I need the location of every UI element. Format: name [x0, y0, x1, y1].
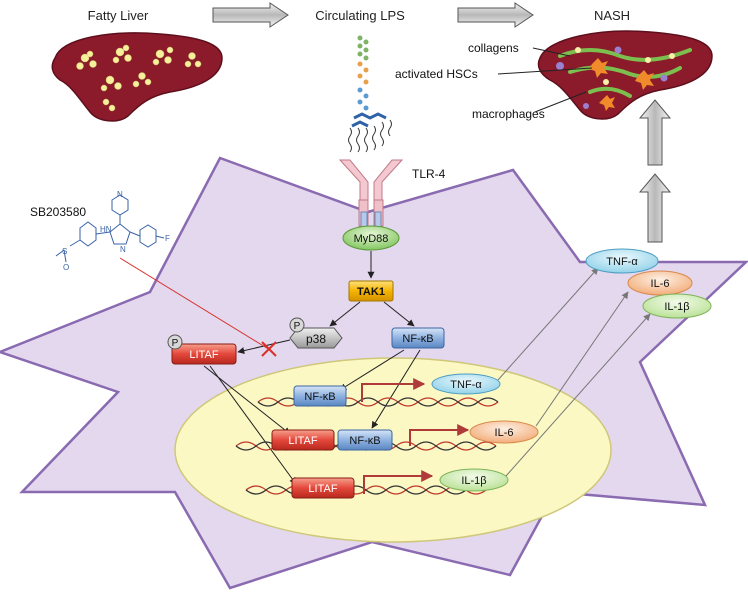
il1b-nuclear-label: IL-1β	[461, 475, 486, 487]
p38-phospho-label: P	[294, 321, 301, 332]
secretion-arrow-tnf	[497, 267, 599, 381]
fatty-liver-label: Fatty Liver	[88, 8, 149, 23]
inhibition-mark	[261, 341, 277, 357]
litaf-nuclear-label-row3: LITAF	[308, 483, 337, 495]
tnf-nuclear-label: TNF-α	[450, 379, 482, 391]
tnf-secreted-label: TNF-α	[606, 256, 638, 268]
atom-o: O	[63, 263, 69, 272]
gene-arrow-row1	[361, 378, 426, 402]
litaf-nuclear-node-row2	[271, 429, 335, 451]
tak1-node	[348, 280, 394, 302]
litaf-nuclear-label-row2: LITAF	[288, 435, 317, 447]
atom-hn: HN	[100, 225, 112, 234]
macrophages-leader	[534, 91, 587, 113]
arrow-nfkb-to-nucleus-1	[339, 349, 405, 391]
nfkb-nuclear-label-row2: NF-κB	[349, 435, 380, 447]
dna-strand-3	[245, 485, 487, 495]
activated-hscs-leader	[497, 67, 593, 75]
up-arrow-lower	[638, 173, 672, 243]
secretion-arrow-il6	[535, 291, 629, 427]
arrow-tak1-nfkb	[383, 301, 415, 327]
tlr4-receptor	[338, 159, 404, 229]
il1b-secreted-node	[642, 293, 712, 319]
litaf-nuclear-node-row3	[291, 477, 355, 499]
process-arrow-2	[457, 2, 534, 28]
fatty-liver-illustration	[51, 32, 223, 122]
arrow-nfkb-to-nucleus-2	[371, 349, 421, 429]
nfkb-nuclear-node-row2	[337, 429, 393, 451]
inhibition-line	[119, 257, 271, 351]
atom-f: F	[165, 234, 170, 243]
sb203580-label: SB203580	[30, 205, 86, 219]
up-arrow-upper	[638, 99, 672, 166]
lps-molecule	[348, 35, 392, 153]
tnf-nuclear-node	[431, 373, 501, 395]
process-arrow-1	[212, 2, 289, 28]
myd88-label: MyD88	[354, 233, 389, 245]
il1b-secreted-label: IL-1β	[664, 301, 689, 313]
il1b-nuclear-node	[439, 468, 509, 492]
circulating-lps-label: Circulating LPS	[315, 8, 405, 23]
litaf-phospho-label: P	[172, 338, 179, 349]
p38-phospho-badge	[289, 317, 305, 333]
activated-hscs-label: activated HSCs	[395, 67, 478, 81]
collagens-label: collagens	[468, 41, 519, 55]
nfkb-nuclear-label-row1: NF-κB	[304, 391, 335, 403]
arrow-litaf-to-nucleus-2	[209, 365, 297, 485]
nash-label: NASH	[594, 8, 630, 23]
il6-secreted-node	[627, 270, 693, 296]
litaf-phospho-badge	[167, 334, 183, 350]
nucleus	[174, 357, 612, 543]
secretion-arrow-il1b	[505, 313, 651, 477]
atom-n-pyridine: N	[117, 190, 123, 199]
il6-nuclear-label: IL-6	[495, 427, 514, 439]
nash-liver-illustration	[537, 30, 713, 120]
sb203580-structure	[55, 194, 165, 263]
nfkb-nuclear-node-row1	[293, 385, 347, 407]
macrophages-label: macrophages	[472, 107, 545, 121]
tlr4-label: TLR-4	[412, 167, 446, 181]
nfkb-cytoplasm-node	[391, 327, 445, 349]
litaf-cytoplasm-node	[171, 343, 237, 365]
sb203580-atom-labels: N HN N F S O	[62, 190, 170, 272]
il6-nuclear-node	[469, 420, 539, 444]
gene-arrow-row2	[409, 424, 470, 446]
tak1-label: TAK1	[357, 286, 385, 298]
arrow-tak1-p38	[329, 301, 361, 327]
il6-secreted-label: IL-6	[651, 278, 670, 290]
atom-s: S	[62, 247, 67, 256]
nfkb-cytoplasm-label: NF-κB	[402, 333, 433, 345]
litaf-cytoplasm-label: LITAF	[189, 349, 218, 361]
myd88-node	[342, 225, 400, 251]
p38-label: p38	[306, 332, 326, 346]
atom-n-imidazole: N	[120, 245, 126, 254]
tnf-secreted-node	[585, 248, 659, 274]
gene-arrow-row3	[363, 470, 434, 494]
collagens-leader	[532, 47, 571, 57]
